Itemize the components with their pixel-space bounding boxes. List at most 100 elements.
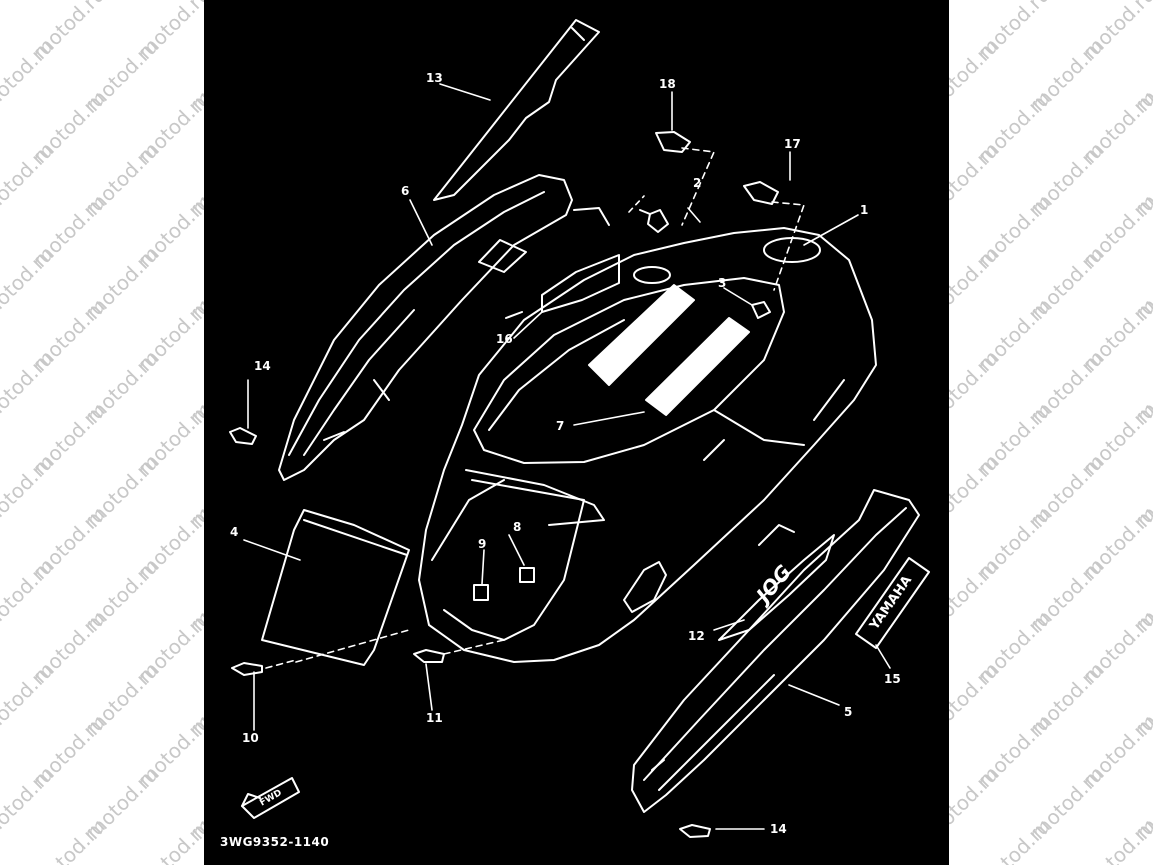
watermark-text: motod.ru (1025, 346, 1108, 428)
part-6-left-side-cover (278, 174, 610, 481)
callout-6: 6 (401, 184, 409, 198)
part-7-seat-dampers (588, 284, 750, 416)
callout-4: 4 (230, 525, 238, 539)
part-3-grommet (751, 301, 771, 319)
watermark-text: motod.ru (80, 34, 163, 116)
watermark-text: motod.ru (0, 814, 5, 865)
drawing-code: 3WG9352-1140 (220, 835, 329, 849)
part-17-plug (743, 181, 779, 205)
watermark-text: motod.ru (0, 710, 5, 792)
callout-8: 8 (513, 520, 521, 534)
watermark-text: motod.ru (1078, 398, 1153, 480)
watermark-text: motod.ru (0, 86, 5, 168)
watermark-text: motod.ru (0, 554, 58, 636)
watermark-text: motod.ru (1078, 86, 1153, 168)
watermark-text: motod.ru (0, 138, 58, 220)
watermark-text: motod.ru (973, 398, 1055, 480)
watermark-text: motod.ru (133, 190, 215, 272)
callout-16: 16 (496, 332, 513, 346)
watermark-text: motod.ru (133, 710, 215, 792)
watermark-text: motod.ru (0, 190, 5, 272)
watermark-text: motod.ru (1025, 138, 1108, 220)
watermark-text: motod.ru (0, 450, 58, 532)
watermark-text: motod.ru (1025, 450, 1108, 532)
watermark-text: motod.ru (0, 502, 5, 584)
callout-17: 17 (784, 137, 801, 151)
watermark-text: motod.ru (973, 814, 1055, 865)
watermark-text: motod.ru (28, 86, 110, 168)
watermark-text: motod.ru (0, 606, 5, 688)
watermark-text: motod.ru (133, 502, 215, 584)
watermark-text: motod.ru (80, 450, 163, 532)
part-14-screw-lower (679, 824, 711, 838)
callout-1: 1 (860, 203, 868, 217)
part-8-nut (519, 567, 535, 583)
watermark-text: motod.ru (973, 710, 1055, 792)
watermark-text: motod.ru (1078, 0, 1153, 64)
watermark-text: motod.ru (1130, 450, 1153, 532)
diagram-svg: YAMAHA JOG FWD 13 6 18 17 2 1 3 16 14 7 … (220, 19, 930, 849)
watermark-text: motod.ru (973, 0, 1055, 64)
watermark-text: motod.ru (973, 606, 1055, 688)
watermark-text: motod.ru (1130, 242, 1153, 324)
watermark-text: motod.ru (973, 294, 1055, 376)
watermark-text: motod.ru (80, 138, 163, 220)
callout-18: 18 (659, 77, 676, 91)
watermark-text: motod.ru (80, 242, 163, 324)
watermark-text: motod.ru (973, 502, 1055, 584)
watermark-text: motod.ru (1130, 554, 1153, 636)
fwd-label: FWD (258, 788, 283, 808)
part-10-screw (231, 662, 263, 676)
watermark-text: motod.ru (28, 294, 110, 376)
watermark-text: motod.ru (0, 398, 5, 480)
watermark-text: motod.ru (1130, 34, 1153, 116)
watermark-text: motod.ru (0, 762, 58, 844)
part-1-rear-body-cover (418, 227, 877, 663)
callout-13: 13 (426, 71, 443, 85)
watermark-text: motod.ru (1130, 346, 1153, 428)
part-13-stripe-decal (433, 19, 600, 201)
part-2-screw (639, 209, 669, 233)
watermark-text: motod.ru (133, 398, 215, 480)
watermark-text: motod.ru (1025, 242, 1108, 324)
leader-lines (243, 83, 891, 830)
parts-diagram: YAMAHA JOG FWD 13 6 18 17 2 1 3 16 14 7 … (204, 0, 949, 865)
watermark-text: motod.ru (28, 190, 110, 272)
watermark-text: motod.ru (133, 606, 215, 688)
watermark-text: motod.ru (0, 346, 58, 428)
watermark-text: motod.ru (973, 86, 1055, 168)
callout-3: 3 (718, 276, 726, 290)
callout-7: 7 (556, 419, 564, 433)
part-9-nut (473, 584, 489, 601)
callout-12: 12 (688, 629, 705, 643)
part-5-right-side-cover (631, 489, 920, 813)
callout-14-lower: 14 (770, 822, 787, 836)
watermark-text: motod.ru (28, 398, 110, 480)
watermark-text: motod.ru (1025, 34, 1108, 116)
watermark-text: motod.ru (80, 658, 163, 740)
part-14-screw-upper (229, 427, 257, 445)
watermark-text: motod.ru (133, 814, 215, 865)
callout-5: 5 (844, 705, 852, 719)
part-11-screw (413, 649, 445, 663)
watermark-text: motod.ru (80, 554, 163, 636)
watermark-text: motod.ru (0, 294, 5, 376)
watermark-text: motod.ru (28, 502, 110, 584)
watermark-text: motod.ru (133, 86, 215, 168)
watermark-text: motod.ru (0, 658, 58, 740)
watermark-text: motod.ru (28, 0, 110, 64)
watermark-text: motod.ru (28, 606, 110, 688)
watermark-text: motod.ru (973, 190, 1055, 272)
watermark-text: motod.ru (133, 294, 215, 376)
watermark-text: motod.ru (80, 762, 163, 844)
watermark-text: motod.ru (0, 242, 58, 324)
watermark-text: motod.ru (1078, 190, 1153, 272)
fwd-arrow-icon (241, 777, 300, 819)
watermark-text: motod.ru (1025, 658, 1108, 740)
callout-2: 2 (693, 176, 701, 190)
watermark-text: motod.ru (133, 0, 215, 64)
watermark-text: motod.ru (1078, 502, 1153, 584)
watermark-text: motod.ru (1130, 658, 1153, 740)
callout-9: 9 (478, 537, 486, 551)
